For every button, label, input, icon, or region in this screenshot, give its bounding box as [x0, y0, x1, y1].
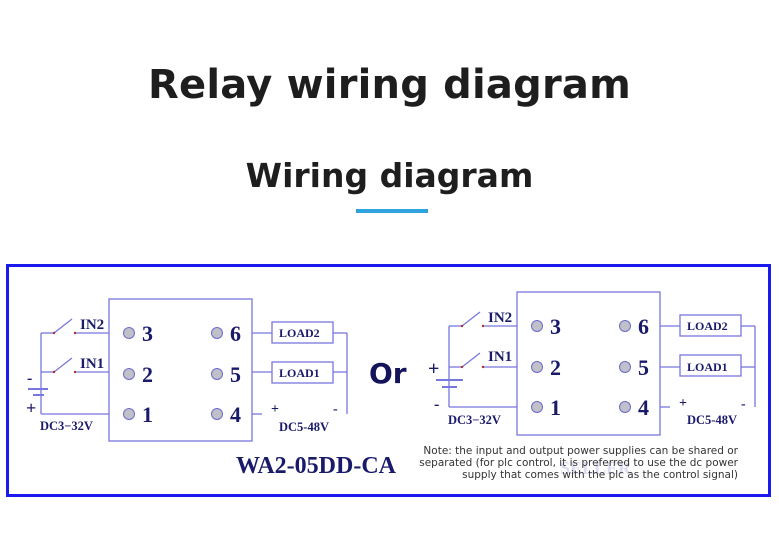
left-battery-plus: + [26, 398, 36, 418]
accent-underline [356, 209, 428, 213]
left-terminal-4-dot [211, 408, 223, 420]
left-terminal-2-dot [123, 368, 135, 380]
right-terminal-4: 4 [638, 395, 649, 420]
right-output-supply-label: DC5-48V [687, 413, 737, 427]
right-terminal-6-dot [619, 320, 631, 332]
left-load1-label: LOAD1 [279, 366, 320, 380]
right-terminal-5: 5 [638, 355, 649, 380]
diagram-frame [6, 264, 771, 497]
left-terminal-5-dot [211, 368, 223, 380]
right-battery-minus: - [434, 396, 439, 413]
right-terminal-2: 2 [550, 355, 561, 380]
left-switch-in1 [53, 357, 73, 373]
left-terminal-3-dot [123, 327, 135, 339]
right-terminal-2-dot [531, 361, 543, 373]
right-in2-label: IN2 [488, 310, 512, 326]
right-switch-in1 [461, 352, 481, 368]
left-terminal-1: 1 [142, 402, 153, 427]
left-terminal-6: 6 [230, 321, 241, 346]
note-line-3: supply that comes with the plc as the co… [462, 469, 738, 481]
right-terminal-1-dot [531, 401, 543, 413]
right-terminal-3: 3 [550, 314, 561, 339]
right-input-supply-label: DC3−32V [448, 413, 501, 427]
left-terminal-4: 4 [230, 402, 241, 427]
right-terminal-5-dot [619, 361, 631, 373]
left-output-minus: - [333, 402, 338, 417]
right-load1-box [679, 354, 742, 377]
right-in1-label: IN1 [488, 349, 512, 365]
left-terminal-1-dot [123, 408, 135, 420]
left-in2-label: IN2 [80, 317, 104, 333]
right-output-plus: + [679, 396, 687, 411]
left-relay-body [108, 298, 253, 442]
left-terminal-2: 2 [142, 362, 153, 387]
right-terminal-6: 6 [638, 314, 649, 339]
section-subtitle: Wiring diagram [245, 156, 534, 195]
left-in1-label: IN1 [80, 356, 104, 372]
right-relay-body [516, 291, 661, 436]
left-battery-minus: - [27, 370, 32, 387]
right-battery-plus: + [428, 358, 439, 380]
left-terminal-3: 3 [142, 321, 153, 346]
model-number: WA2-05DD-CA [236, 453, 396, 479]
watermark: SELLER [560, 458, 632, 478]
right-output-minus: - [741, 397, 746, 412]
right-terminal-4-dot [619, 401, 631, 413]
left-output-supply-label: DC5-48V [279, 420, 329, 434]
or-separator: Or [369, 357, 407, 390]
wiring-note: Note: the input and output power supplie… [412, 445, 738, 481]
left-terminal-6-dot [211, 327, 223, 339]
note-line-1: Note: the input and output power supplie… [423, 445, 738, 457]
left-load2-label: LOAD2 [279, 326, 320, 340]
right-load2-label: LOAD2 [687, 319, 728, 333]
right-load1-label: LOAD1 [687, 360, 728, 374]
page-title: Relay wiring diagram [148, 62, 631, 108]
left-terminal-5: 5 [230, 362, 241, 387]
note-line-2: separated (for plc control, it is prefer… [419, 457, 738, 469]
right-terminal-3-dot [531, 320, 543, 332]
left-output-plus: + [271, 402, 279, 417]
left-input-supply-label: DC3−32V [40, 419, 93, 433]
left-switch-in2 [53, 318, 73, 334]
right-terminal-1: 1 [550, 395, 561, 420]
right-switch-in2 [461, 311, 481, 327]
